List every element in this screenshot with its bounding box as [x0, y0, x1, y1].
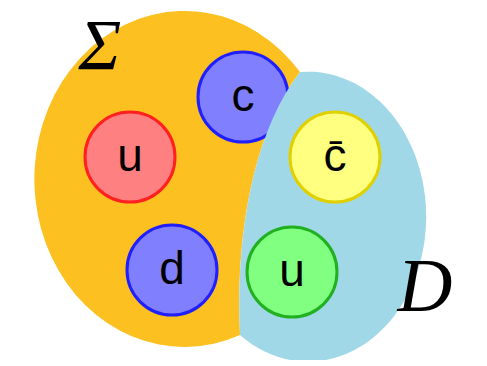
- quark-symbol: u: [279, 247, 305, 293]
- quark-symbol: c̄: [324, 132, 347, 178]
- down-quark: d: [124, 222, 220, 318]
- quark-symbol: u: [117, 132, 143, 178]
- quark-symbol: c: [232, 72, 255, 118]
- particle-symbol: D: [398, 247, 453, 323]
- up-quark: u: [244, 224, 340, 320]
- quark-symbol: d: [159, 245, 185, 291]
- up-quark: u: [82, 109, 178, 205]
- particle-symbol: Σ: [79, 9, 122, 81]
- anticharm-quark: c̄: [287, 109, 383, 205]
- meson-region: Dc̄ u: [228, 62, 476, 360]
